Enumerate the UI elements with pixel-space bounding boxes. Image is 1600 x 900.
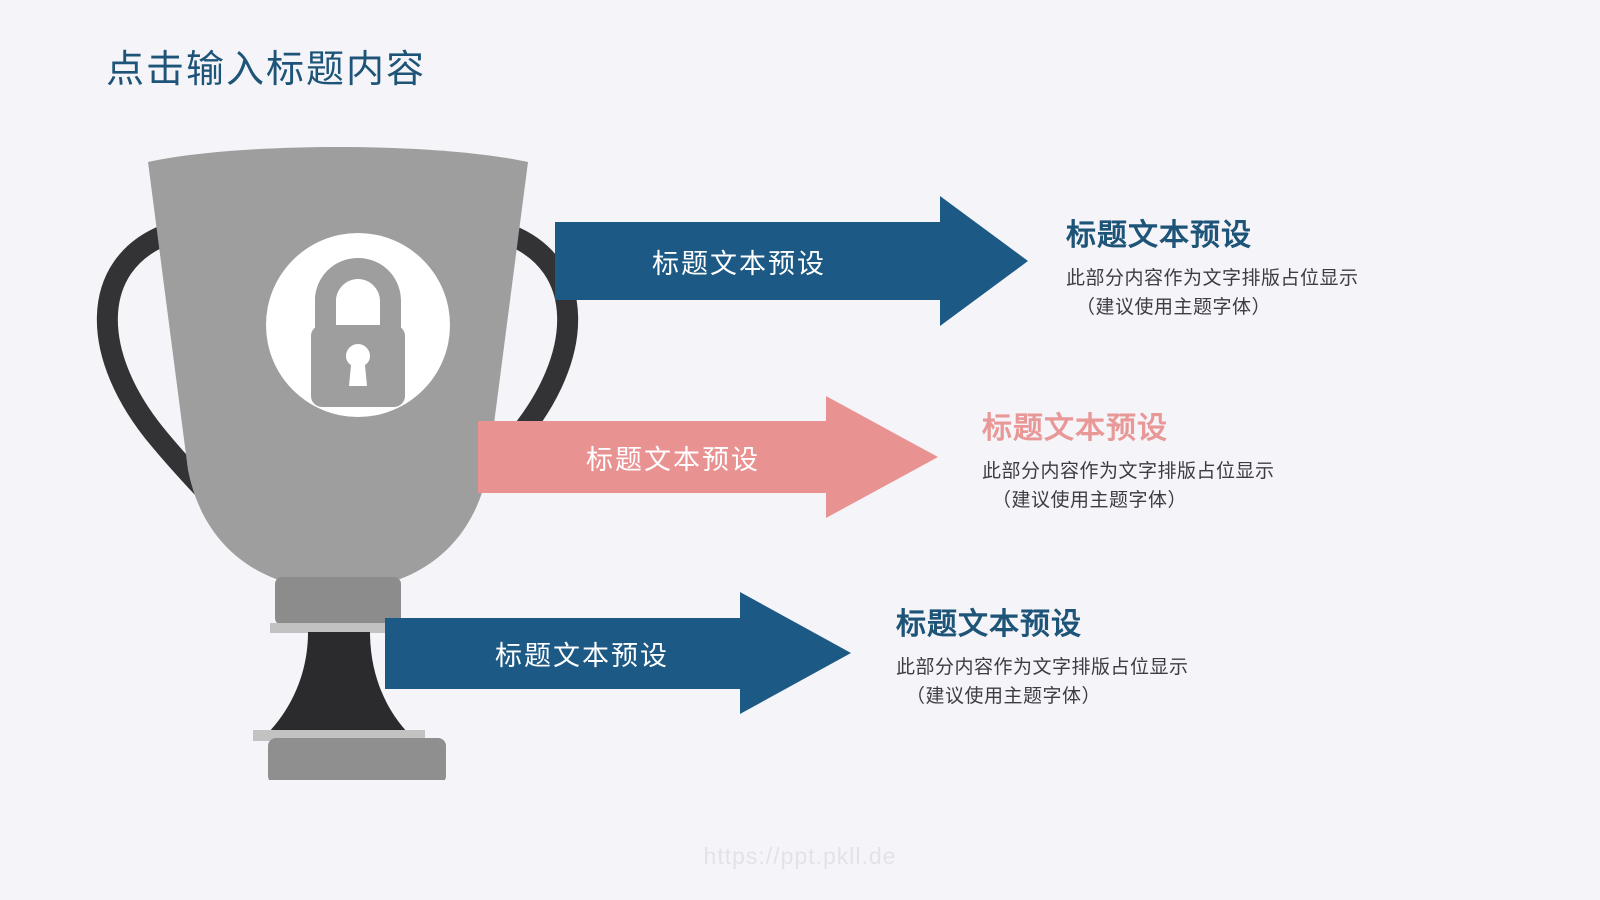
text-block-1-line-2: （建议使用主题字体） [1076, 297, 1272, 319]
trophy-collar-rim [270, 623, 406, 633]
lock-icon [311, 258, 405, 407]
text-block-3-heading: 标题文本预设 [896, 608, 1082, 641]
text-block-1-heading: 标题文本预设 [1066, 219, 1252, 252]
arrow-2-polygon [478, 396, 938, 518]
text-block-1: 标题文本预设 此部分内容作为文字排版占位显示 （建议使用主题字体） [1066, 210, 1359, 323]
trophy-base [268, 738, 446, 780]
arrow-2-label: 标题文本预设 [586, 445, 760, 475]
trophy-collar [275, 577, 401, 625]
text-block-1-line-1: 此部分内容作为文字排版占位显示 [1066, 268, 1359, 289]
text-block-3-line-1: 此部分内容作为文字排版占位显示 [896, 657, 1189, 678]
arrow-2-shape [478, 396, 938, 518]
arrow-row-1: 标题文本预设 [555, 196, 1035, 326]
arrow-row-3: 标题文本预设 [385, 592, 855, 714]
text-block-2-line-2: （建议使用主题字体） [992, 490, 1188, 512]
text-block-2-heading: 标题文本预设 [982, 412, 1168, 445]
text-block-2: 标题文本预设 此部分内容作为文字排版占位显示 （建议使用主题字体） [982, 403, 1275, 516]
arrow-1-shape [555, 196, 1028, 326]
page-title: 点击输入标题内容 [106, 49, 427, 91]
trophy-base-rim [253, 730, 425, 741]
arrow-3-label: 标题文本预设 [495, 641, 669, 671]
arrow-3-polygon [385, 592, 851, 714]
text-block-3: 标题文本预设 此部分内容作为文字排版占位显示 （建议使用主题字体） [896, 599, 1189, 712]
text-block-2-line-1: 此部分内容作为文字排版占位显示 [982, 461, 1275, 482]
trophy-illustration [96, 147, 579, 780]
arrow-row-2: 标题文本预设 [478, 396, 943, 518]
text-block-3-line-2: （建议使用主题字体） [906, 686, 1102, 708]
trophy-stem [266, 632, 410, 735]
arrow-3-shape [385, 592, 851, 714]
footer-watermark-url: https://ppt.pkll.de [703, 843, 897, 869]
arrow-1-polygon [555, 196, 1028, 326]
arrow-1-label: 标题文本预设 [652, 249, 826, 279]
